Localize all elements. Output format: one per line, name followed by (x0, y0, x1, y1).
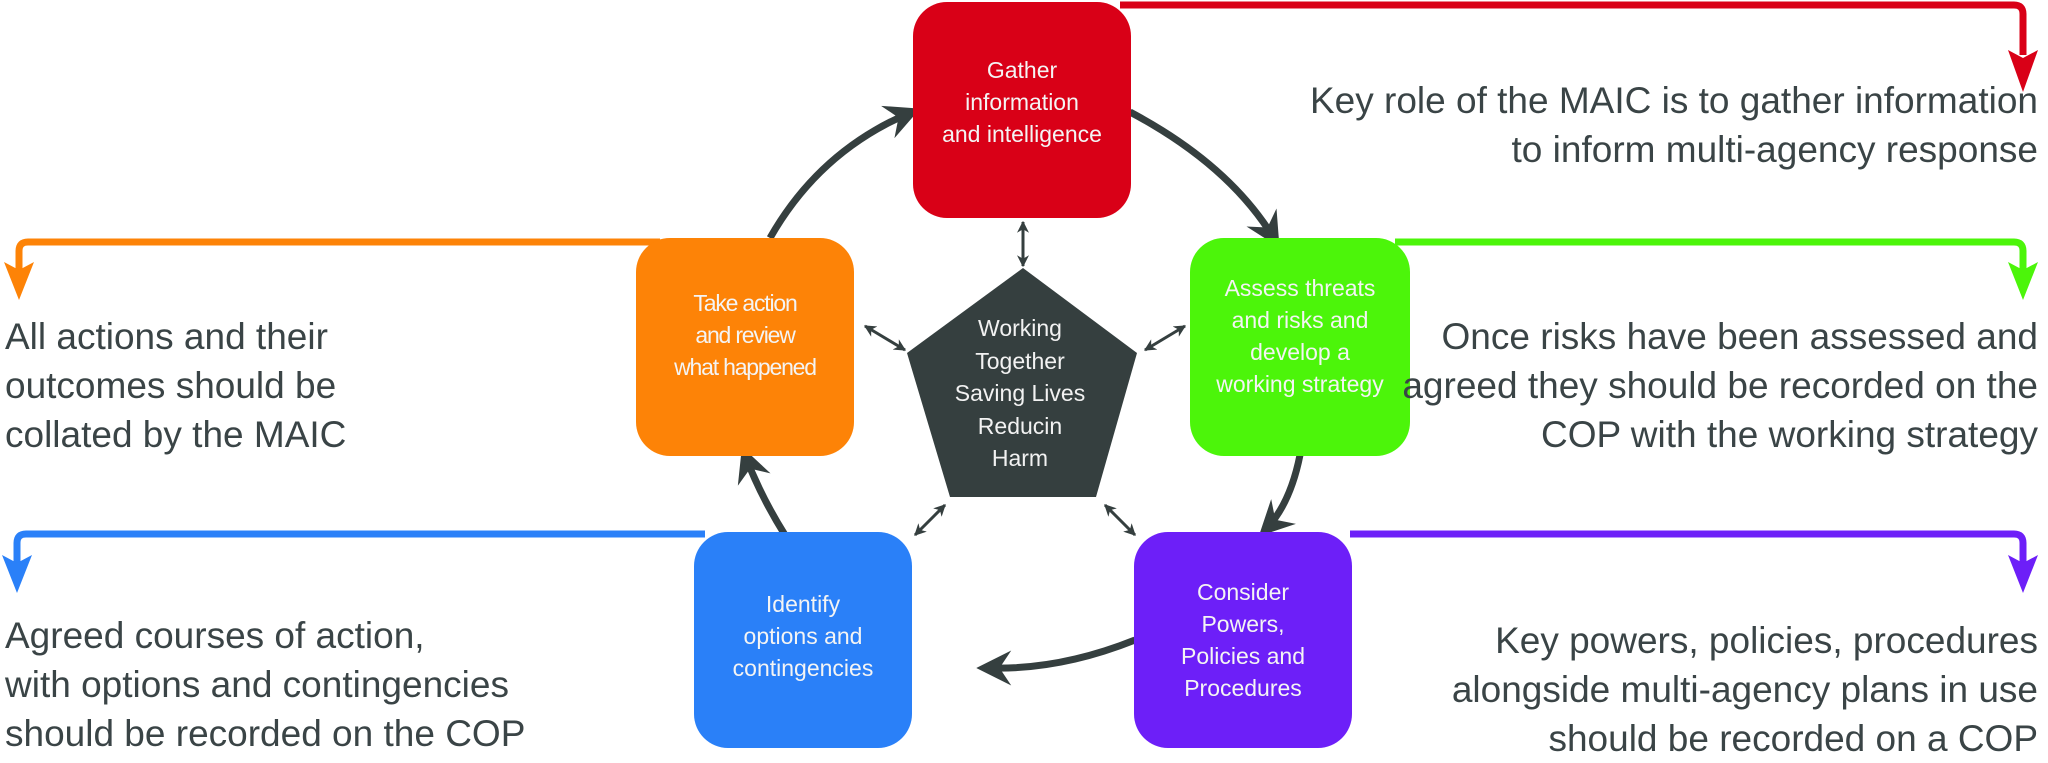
cycle-arrow-assess-to-consider (1258, 454, 1304, 537)
note-identify: Agreed courses of action, with options a… (5, 615, 526, 754)
step-label: Consider Powers, Policies and Procedures (1180, 579, 1306, 701)
cycle-arrows (737, 105, 1304, 686)
note-assess: Once risks have been assessed and agreed… (1402, 316, 2038, 455)
note-consider: Key powers, policies, procedures alongsi… (1451, 620, 2038, 759)
cycle-arrow-consider-to-identify (976, 636, 1137, 686)
callout-lines (13, 1, 2027, 575)
arrow-down-icon (2008, 262, 2038, 300)
callout-line-gather (1120, 1, 2027, 55)
center-pentagon (907, 268, 1137, 497)
cycle-arrow-identify-to-takeaction (737, 446, 788, 537)
arrow-down-icon (4, 262, 34, 300)
arrow-down-icon (2008, 50, 2038, 92)
center-label: Working Together Saving Lives Reducin Ha… (954, 315, 1086, 471)
center-connectors (863, 220, 1187, 537)
callout-line-identify (13, 530, 705, 575)
cycle-arrow-takeaction-to-gather (766, 105, 921, 240)
step-label: Take action and review what happened (674, 290, 817, 380)
callout-line-assess (1395, 238, 2027, 285)
step-consider-powers: Consider Powers, Policies and Procedures (1134, 532, 1352, 748)
note-gather: Key role of the MAIC is to gather inform… (1309, 80, 2038, 170)
callout-line-consider (1350, 530, 2027, 575)
step-label: Identify options and contingencies (732, 591, 874, 681)
step-label: Assess threats and risks and develop a w… (1216, 275, 1384, 397)
cycle-arrow-gather-to-assess (1128, 108, 1280, 248)
connector-takeaction (863, 324, 907, 352)
connector-assess (1143, 324, 1187, 352)
connector-consider (1103, 503, 1137, 537)
connector-identify (913, 503, 947, 537)
step-take-action: Take action and review what happened (636, 238, 854, 456)
step-label: Gather information and intelligence (942, 57, 1102, 147)
arrow-down-icon (2, 555, 32, 593)
step-gather-information: Gather information and intelligence (913, 2, 1131, 218)
step-assess-threats: Assess threats and risks and develop a w… (1190, 238, 1410, 456)
callout-line-takeaction (15, 238, 660, 285)
note-take-action: All actions and their outcomes should be… (5, 316, 347, 455)
callout-arrowheads (2, 50, 2038, 593)
step-identify-options: Identify options and contingencies (694, 532, 912, 748)
arrow-down-icon (2008, 555, 2038, 593)
